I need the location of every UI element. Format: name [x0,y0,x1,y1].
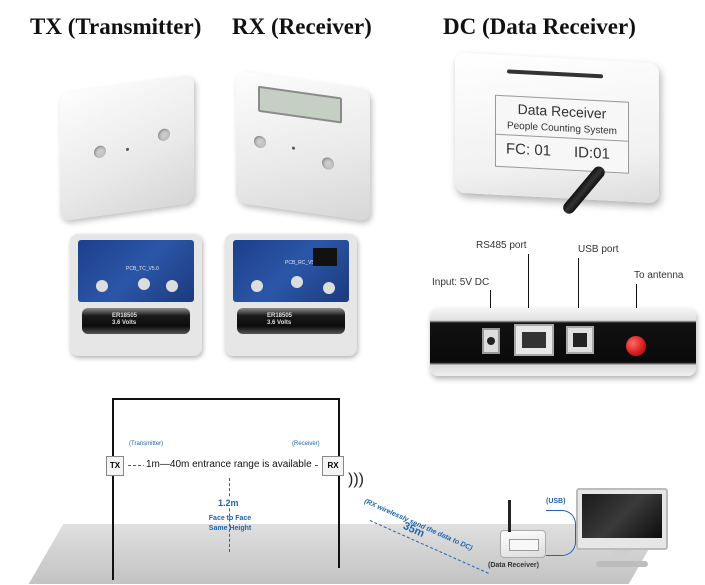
height-marker-line [229,478,230,552]
wireless-signal-icon: ))) [348,471,364,488]
input-leader-line [490,290,491,320]
dc-rs485-jack-slot [522,332,546,348]
monitor-screen [582,494,662,538]
dc-rs485-jack [514,324,554,356]
tx-battery-model: ER18505 [112,313,138,319]
tx-tag: (Transmitter) [129,441,164,447]
dc-top-slot [507,69,603,79]
monitor-base [596,561,648,567]
tx-indicator [126,147,129,152]
face-to-face-label: Face to Face [208,515,252,522]
rx-header: RX (Receiver) [232,14,372,39]
rx-battery-volts: 3.6 Volts [267,320,292,326]
antenna-leader-line [636,284,637,330]
rx-lcd-display [258,85,342,124]
range-text: 1m—40m entrance range is available [144,459,314,470]
tx-sensor-component [166,280,178,292]
rx-battery: ER18505 3.6 Volts [237,308,345,334]
usb-cable [546,510,576,556]
dc-power-jack-hole [487,337,495,345]
dc-caption: (Data Receiver) [488,562,539,569]
usb-port-label: USB port [578,244,619,255]
rx-device [236,70,370,222]
rx-sensor-component [251,280,263,292]
rx-open-board: PCB_RC_V5.0 ER18505 3.6 Volts [225,234,357,356]
tx-open-board: PCB_TC_V5.0 ER18505 3.6 Volts [70,234,202,356]
dc-title: Data Receiver [517,100,607,122]
dc-usb-jack [566,326,594,354]
rx-sensor-hole-right [322,156,334,171]
dc-back-panel [430,308,696,376]
tx-box: TX [106,456,124,476]
computer-monitor [576,488,668,550]
door-frame-right [338,398,340,568]
rs485-leader-line [528,254,529,320]
usb-tag: (USB) [546,498,566,505]
data-receiver-device: Data Receiver People Counting System FC:… [455,52,659,204]
rx-sensor-component [323,282,335,294]
tx-sensor-hole-right [158,127,170,142]
dc-id: ID:01 [574,143,610,163]
tx-pcb-label: PCB_TC_V5.0 [126,266,159,272]
small-dc-label-plate [509,539,539,551]
antenna-label: To antenna [634,270,684,281]
usb-leader-line [578,258,579,320]
rx-box: RX [322,456,344,476]
rs485-port-label: RS485 port [476,240,527,251]
dc-front-label: Data Receiver People Counting System FC:… [495,94,629,174]
dc-antenna-connector [626,336,646,356]
tx-battery: ER18505 3.6 Volts [82,308,190,334]
tx-device [60,74,194,222]
rx-chip [313,248,337,266]
rx-sensor-hole-left [254,135,266,149]
dc-power-jack [482,328,500,354]
input-5v-label: Input: 5V DC [432,277,490,288]
dc-header: DC (Data Receiver) [443,14,636,39]
tx-sensor-hole-left [94,144,106,159]
tx-battery-volts: 3.6 Volts [112,320,137,326]
door-frame-left [112,398,114,580]
tx-header: TX (Transmitter) [30,14,202,39]
height-label: 1.2m [218,498,239,508]
door-frame-top [112,398,340,400]
same-height-label: Same Height [208,525,252,532]
tx-sensor-component [96,280,108,292]
rx-pcb: PCB_RC_V5.0 [233,240,349,302]
tx-pcb: PCB_TC_V5.0 [78,240,194,302]
rx-pcb-label: PCB_RC_V5.0 [285,260,319,266]
tx-sensor-component [138,278,150,290]
dc-fc: FC: 01 [506,140,552,160]
rx-sensor-component [291,276,303,288]
rx-indicator [292,146,295,150]
rx-tag: (Receiver) [292,441,320,447]
small-dc-antenna [508,500,511,532]
small-data-receiver [500,530,546,558]
monitor-neck [614,550,630,562]
dc-usb-jack-slot [573,333,587,347]
rx-battery-model: ER18505 [267,313,293,319]
